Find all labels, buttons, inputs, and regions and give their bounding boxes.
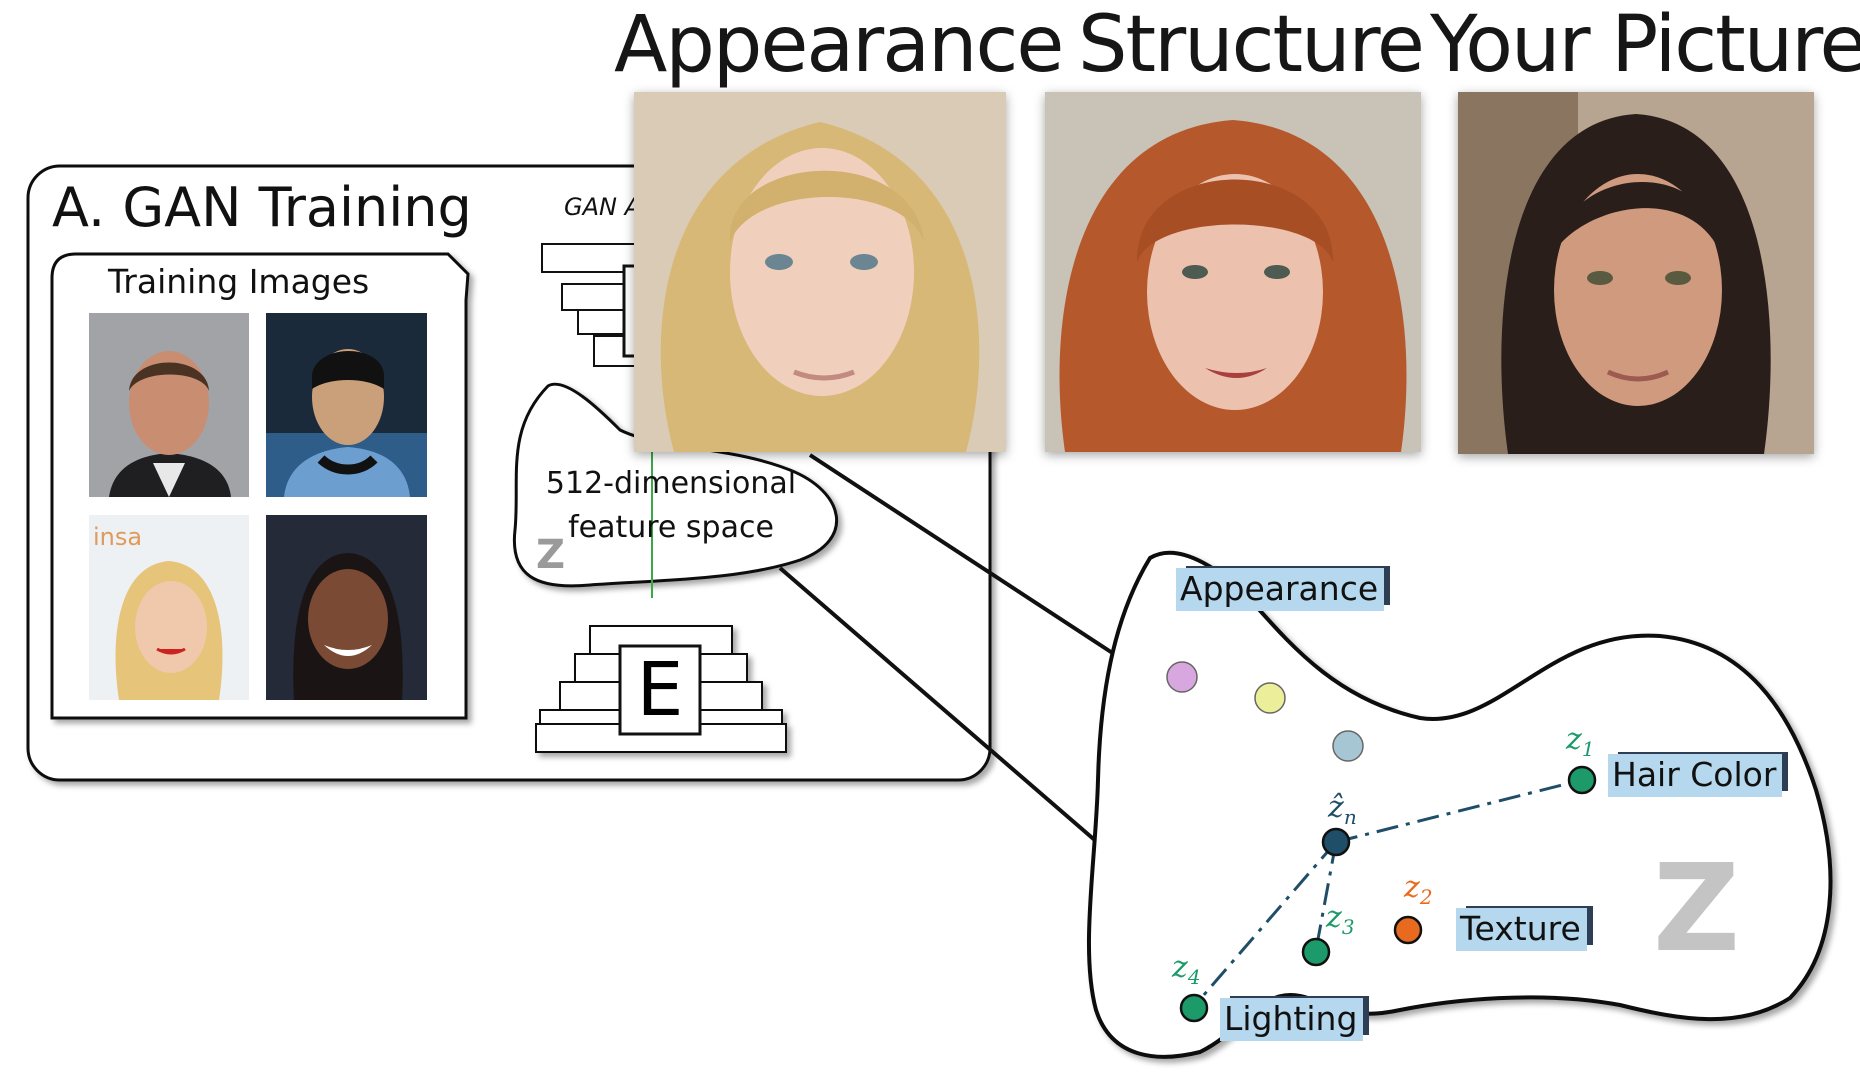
header-your-picture: Your Picture [1430, 0, 1860, 90]
label-z4: z4 [1172, 950, 1201, 989]
small-space-symbol: Z [536, 532, 566, 578]
label-texture: Texture [1456, 908, 1587, 951]
connector-line-top [808, 453, 1116, 656]
label-z1: z1 [1566, 722, 1595, 761]
feature-space-caption: 512-dimensional feature space [526, 462, 816, 550]
training-images-title: Training Images [108, 262, 370, 301]
point-zn [1321, 827, 1351, 857]
label-lighting: Lighting [1220, 998, 1364, 1041]
structure-photo [1045, 92, 1421, 452]
point-z3 [1301, 937, 1331, 967]
training-face-4 [266, 515, 427, 700]
feature-caption-line1: 512-dimensional [545, 466, 797, 501]
gan-training-title: A. GAN Training [52, 176, 472, 239]
label-zn: ẑn [1328, 790, 1357, 829]
encoder-box [618, 644, 702, 736]
point-z4 [1179, 993, 1209, 1023]
training-face-2 [266, 313, 427, 497]
appearance-dot-yellow [1254, 682, 1286, 714]
header-structure: Structure [1078, 0, 1425, 90]
label-appearance: Appearance [1176, 568, 1385, 611]
gan-architecture-label: GAN A [564, 193, 642, 221]
feature-space-blob [1086, 550, 1833, 1059]
appearance-dot-violet [1166, 661, 1198, 693]
training-face-3: insa [89, 515, 249, 700]
training-face-1 [89, 313, 249, 497]
feature-caption-line2: feature space [568, 510, 774, 545]
encoder-letter: E [636, 647, 684, 733]
svg-text:insa: insa [93, 523, 142, 551]
connector-line-bottom [778, 566, 1099, 844]
large-space-symbol: Z [1653, 840, 1741, 979]
interpolation-paths [1194, 778, 1583, 1005]
your-picture-photo [1458, 92, 1814, 454]
label-z3: z3 [1326, 900, 1355, 939]
point-z1 [1567, 765, 1597, 795]
label-z2: z2 [1404, 870, 1433, 909]
header-appearance: Appearance [614, 0, 1064, 90]
appearance-photo [634, 92, 1006, 452]
label-hair-color: Hair Color [1608, 754, 1783, 797]
appearance-dot-blue [1332, 730, 1364, 762]
point-z2 [1393, 915, 1423, 945]
